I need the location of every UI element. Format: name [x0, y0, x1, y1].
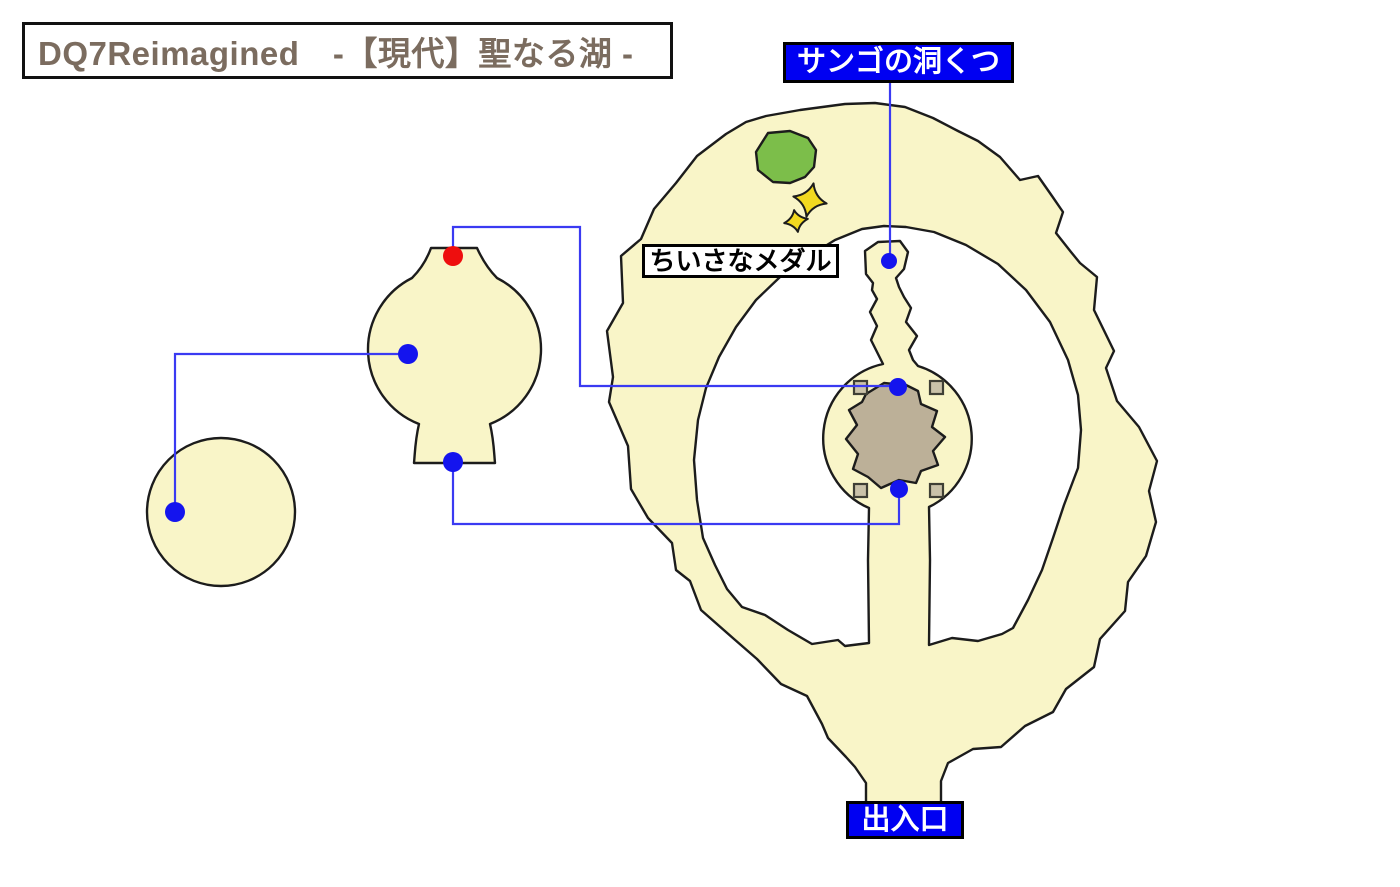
marker-flask-bottom [443, 452, 463, 472]
label-small-medal: ちいさなメダル [642, 244, 839, 278]
label-coral-cave: サンゴの洞くつ [783, 42, 1014, 83]
stone-pillars [852, 379, 945, 499]
marker-island-bottom [890, 480, 908, 498]
route-lines [173, 82, 901, 526]
route-flask-to-island-bottom-line [451, 462, 901, 526]
small-pool-shape [145, 436, 297, 588]
pillar-bottom-right [928, 482, 945, 499]
marker-cave-entrance [881, 253, 897, 269]
island-rock [844, 381, 947, 490]
forest-patch [754, 129, 818, 185]
route-flask-to-small-pool-line [173, 352, 408, 512]
flask-pool-shape [366, 246, 543, 465]
blue-markers [165, 253, 908, 522]
marker-small-pool [165, 502, 185, 522]
pillar-bottom-left [852, 482, 869, 499]
label-entrance-exit: 出入口 [846, 801, 964, 839]
marker-red-flask-neck [443, 246, 463, 266]
pillar-top-left [852, 379, 869, 396]
marker-flask-inner [398, 344, 418, 364]
sparkle-icon [783, 182, 828, 233]
route-flask-to-island-top-line [451, 225, 898, 388]
marker-island-top [889, 378, 907, 396]
pillar-top-right [928, 379, 945, 396]
page-title: DQ7Reimagined -【現代】聖なる湖 - [22, 22, 673, 79]
